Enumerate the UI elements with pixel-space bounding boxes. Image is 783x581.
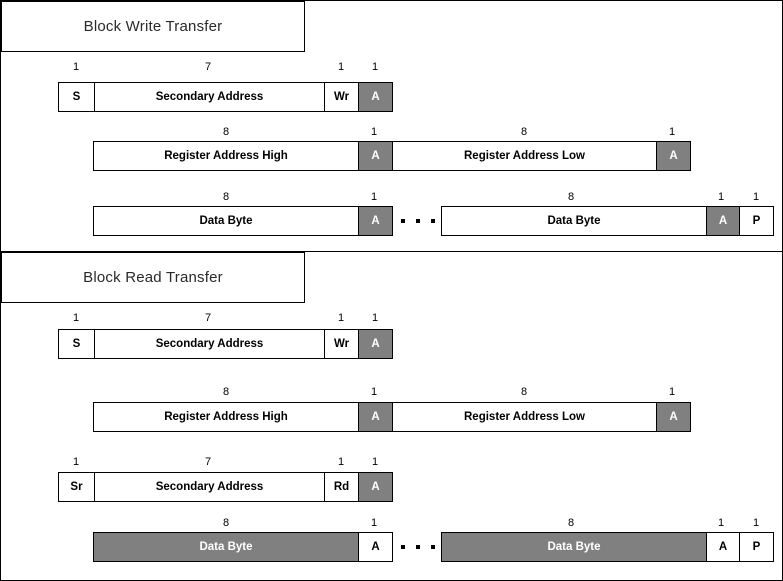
frame-read-address-write-phase: S Secondary Address Wr A xyxy=(58,329,393,359)
bit-label: 1 xyxy=(752,191,760,203)
frame-write-register-address-phase: Register Address High A Register Address… xyxy=(93,141,691,171)
bit-label: 1 xyxy=(371,312,379,324)
bit-label: 1 xyxy=(668,126,676,138)
frame-cell-data-byte: Data Byte xyxy=(94,533,359,561)
frame-cell-ack: A xyxy=(359,207,392,235)
ellipsis-repeat-indicator xyxy=(401,532,435,562)
bit-label: 7 xyxy=(204,61,212,73)
frame-cell-write-bit: Wr xyxy=(325,330,359,358)
bit-label: 8 xyxy=(222,191,230,203)
frame-read-register-address-phase: Register Address High A Register Address… xyxy=(93,402,691,432)
frame-cell-secondary-address: Secondary Address xyxy=(95,330,325,358)
bit-label: 8 xyxy=(567,191,575,203)
bit-label: 8 xyxy=(222,126,230,138)
ellipsis-dot xyxy=(431,545,435,549)
bit-label: 8 xyxy=(222,517,230,529)
bit-label: 1 xyxy=(370,126,378,138)
frame-cell-stop: P xyxy=(740,533,773,561)
frame-read-data-phase-first: Data Byte A xyxy=(93,532,393,562)
frame-cell-secondary-address: Secondary Address xyxy=(95,83,325,111)
frame-cell-register-address-low: Register Address Low xyxy=(393,142,657,170)
frame-cell-read-bit: Rd xyxy=(325,473,359,501)
frame-cell-register-address-low: Register Address Low xyxy=(393,403,657,431)
frame-cell-secondary-address: Secondary Address xyxy=(95,473,325,501)
bit-label: 1 xyxy=(337,61,345,73)
bit-label: 1 xyxy=(370,386,378,398)
frame-cell-ack: A xyxy=(359,142,393,170)
bit-label: 1 xyxy=(72,312,80,324)
ellipsis-dot xyxy=(401,545,405,549)
ellipsis-dot xyxy=(416,219,420,223)
frame-cell-ack: A xyxy=(359,403,393,431)
section-title-block-read-transfer: Block Read Transfer xyxy=(1,252,305,303)
frame-cell-write-bit: Wr xyxy=(325,83,359,111)
bit-label: 1 xyxy=(370,517,378,529)
frame-cell-ack: A xyxy=(359,83,392,111)
frame-read-data-phase-last: Data Byte A P xyxy=(441,532,774,562)
frame-cell-ack: A xyxy=(707,533,740,561)
bit-label: 1 xyxy=(717,517,725,529)
frame-cell-ack: A xyxy=(359,473,392,501)
bit-label: 1 xyxy=(371,456,379,468)
ellipsis-repeat-indicator xyxy=(401,206,435,236)
frame-cell-repeated-start: Sr xyxy=(59,473,95,501)
frame-cell-data-byte: Data Byte xyxy=(442,533,707,561)
bit-label: 1 xyxy=(371,61,379,73)
bit-label: 1 xyxy=(337,456,345,468)
frame-cell-ack: A xyxy=(359,330,392,358)
frame-cell-ack: A xyxy=(707,207,740,235)
frame-cell-data-byte: Data Byte xyxy=(442,207,707,235)
ellipsis-dot xyxy=(401,219,405,223)
section-title-block-write-transfer: Block Write Transfer xyxy=(1,1,305,52)
bit-label: 1 xyxy=(370,191,378,203)
ellipsis-dot xyxy=(416,545,420,549)
bit-label: 1 xyxy=(72,456,80,468)
frame-read-restart-address-phase: Sr Secondary Address Rd A xyxy=(58,472,393,502)
frame-cell-ack: A xyxy=(657,142,690,170)
bit-label: 8 xyxy=(222,386,230,398)
frame-cell-register-address-high: Register Address High xyxy=(94,142,359,170)
frame-cell-ack: A xyxy=(657,403,690,431)
frame-write-address-phase: S Secondary Address Wr A xyxy=(58,82,393,112)
bit-label: 1 xyxy=(72,61,80,73)
bit-label: 7 xyxy=(204,456,212,468)
frame-cell-register-address-high: Register Address High xyxy=(94,403,359,431)
frame-write-data-phase-last: Data Byte A P xyxy=(441,206,774,236)
frame-cell-start: S xyxy=(59,83,95,111)
frame-cell-stop: P xyxy=(740,207,773,235)
bit-label: 8 xyxy=(567,517,575,529)
bit-label: 7 xyxy=(204,312,212,324)
bit-label: 8 xyxy=(520,386,528,398)
ellipsis-dot xyxy=(431,219,435,223)
section-divider xyxy=(1,251,782,252)
bit-label: 1 xyxy=(717,191,725,203)
frame-write-data-phase-first: Data Byte A xyxy=(93,206,393,236)
bit-label: 8 xyxy=(520,126,528,138)
bit-label: 1 xyxy=(668,386,676,398)
bit-label: 1 xyxy=(752,517,760,529)
bit-label: 1 xyxy=(337,312,345,324)
frame-cell-data-byte: Data Byte xyxy=(94,207,359,235)
frame-cell-ack: A xyxy=(359,533,392,561)
frame-cell-start: S xyxy=(59,330,95,358)
